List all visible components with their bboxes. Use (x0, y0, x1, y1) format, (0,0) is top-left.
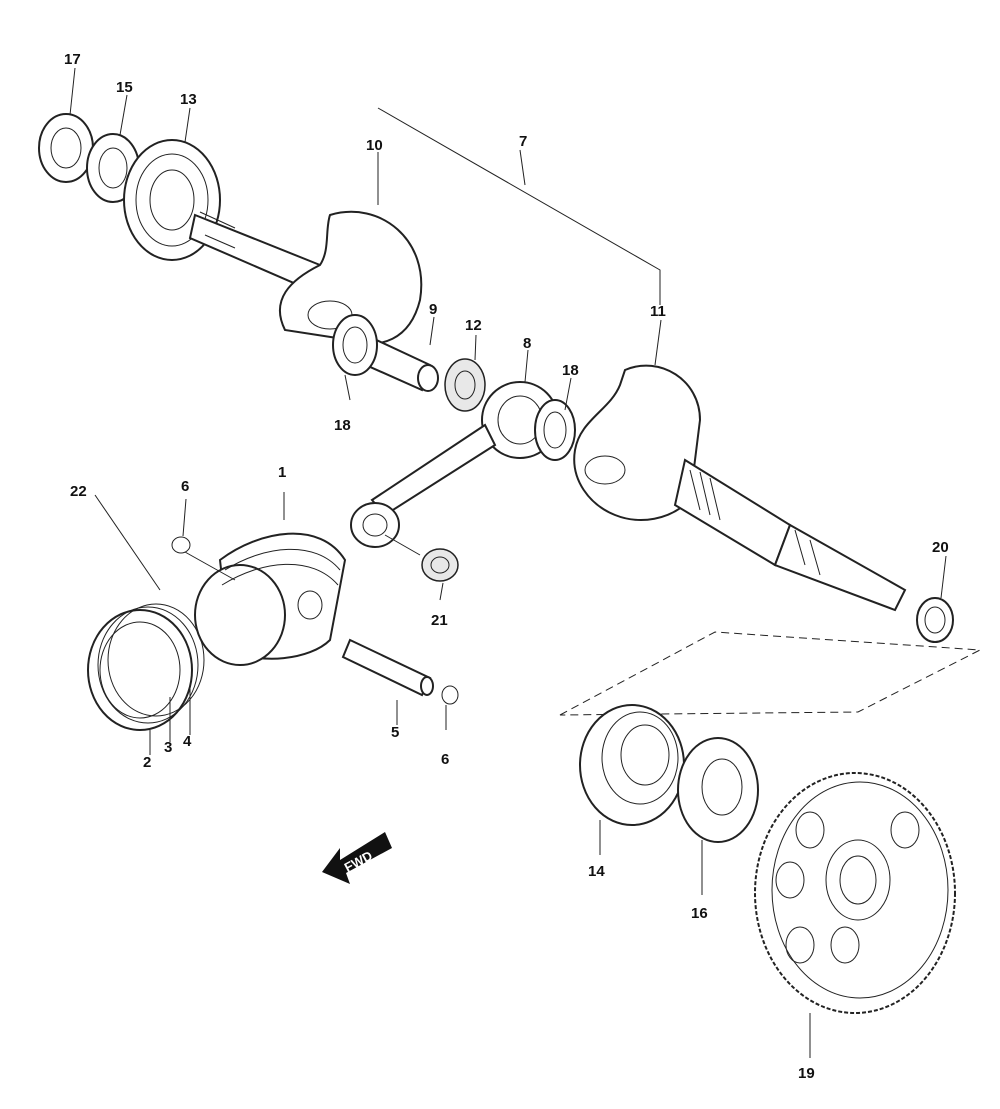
right-crank-shaft (673, 458, 907, 612)
part-18-thrust-washer-right (534, 399, 576, 461)
label-part-18-right: 18 (562, 362, 579, 379)
label-part-18-left: 18 (334, 417, 351, 434)
part-12-needle-bearing (444, 358, 486, 412)
label-part-3: 3 (164, 739, 172, 756)
label-part-2: 2 (143, 754, 151, 771)
part-19-gear (754, 772, 956, 1014)
leader-lines (69, 67, 947, 1058)
label-part-4: 4 (183, 733, 192, 750)
label-part-5: 5 (391, 724, 399, 741)
part-16-oil-seal (677, 737, 759, 843)
label-part-16: 16 (691, 905, 708, 922)
label-part-19: 19 (798, 1065, 815, 1082)
part-11-right-crank-web (573, 364, 702, 521)
assembly-dashed-boundary (559, 631, 982, 716)
part-14-bearing (579, 704, 685, 826)
label-part-1: 1 (278, 464, 286, 481)
label-part-8: 8 (523, 335, 531, 352)
part-21-small-end-bearing (421, 548, 459, 582)
label-part-6-lower: 6 (441, 751, 449, 768)
label-part-17: 17 (64, 51, 81, 68)
piston-rings (87, 603, 205, 731)
part-5-piston-pin (341, 638, 434, 697)
fwd-label: FWD (342, 848, 375, 875)
label-part-22: 22 (70, 483, 87, 500)
part-number-labels: 17 15 13 10 7 11 9 12 8 18 18 1 6 22 20 … (64, 51, 949, 1082)
label-part-6-upper: 6 (181, 478, 189, 495)
label-part-20: 20 (932, 539, 949, 556)
part-1-piston (194, 532, 347, 666)
label-part-11: 11 (650, 303, 666, 320)
part-18-thrust-washer-left (332, 314, 378, 376)
part-6-circlip-lower (441, 685, 459, 705)
label-part-15: 15 (116, 79, 133, 96)
label-part-14: 14 (588, 863, 605, 880)
part-20-collar (916, 597, 954, 643)
label-part-7: 7 (519, 133, 527, 150)
label-part-9: 9 (429, 301, 437, 318)
part-17-oil-seal (38, 113, 94, 183)
label-part-10: 10 (366, 137, 383, 154)
part-6-circlip-upper (171, 536, 191, 554)
label-part-13: 13 (180, 91, 197, 108)
fwd-arrow-icon: FWD (322, 832, 392, 884)
label-part-21: 21 (431, 612, 448, 629)
label-part-12: 12 (465, 317, 482, 334)
